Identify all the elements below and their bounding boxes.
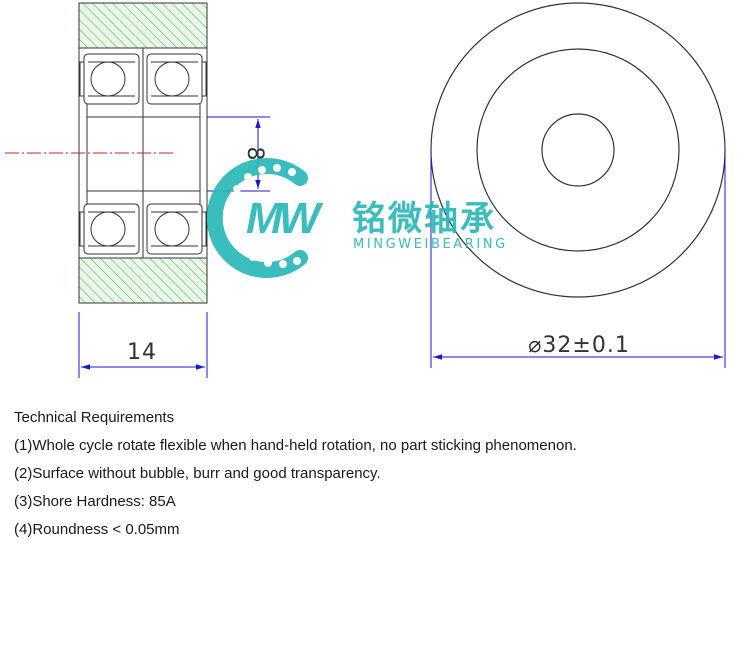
requirement-item: (3)Shore Hardness: 85A xyxy=(14,493,176,510)
middle-circle xyxy=(476,48,680,252)
requirement-item: (1)Whole cycle rotate flexible when hand… xyxy=(14,437,577,454)
hatched-tire-bottom xyxy=(78,257,208,304)
bearing-ring-logo xyxy=(206,158,308,278)
section-view xyxy=(5,2,208,304)
requirements-heading: Technical Requirements xyxy=(14,409,175,426)
diameter-dimension-label: ⌀32±0.1 xyxy=(528,333,630,358)
width-dimension-label: 14 xyxy=(127,340,157,365)
brand-watermark: MW 铭微轴承 MINGWEIBEARING xyxy=(206,158,508,278)
ball-top-left xyxy=(90,61,126,97)
technical-requirements: Technical Requirements (1)Whole cycle ro… xyxy=(14,404,734,544)
outer-circle xyxy=(430,2,726,298)
requirement-item: (2)Surface without bubble, burr and good… xyxy=(14,465,381,482)
brand-name-cn: 铭微轴承 xyxy=(352,199,496,239)
requirement-item: (4)Roundness < 0.05mm xyxy=(14,521,180,538)
diameter-dimension: ⌀32±0.1 xyxy=(430,152,726,368)
bore-circle xyxy=(541,113,615,187)
bore-dimension-label: 8 xyxy=(242,147,267,162)
ball-top-right xyxy=(154,61,190,97)
brand-mark: MW xyxy=(246,194,324,243)
ball-bottom-right xyxy=(154,211,190,247)
width-dimension: 14 xyxy=(78,312,208,378)
ball-bottom-left xyxy=(90,211,126,247)
front-view xyxy=(430,2,726,298)
technical-drawing: 8 14 ⌀32±0.1 xyxy=(5,2,726,378)
brand-name-en: MINGWEIBEARING xyxy=(353,237,508,252)
hatched-tire-top xyxy=(78,2,208,49)
